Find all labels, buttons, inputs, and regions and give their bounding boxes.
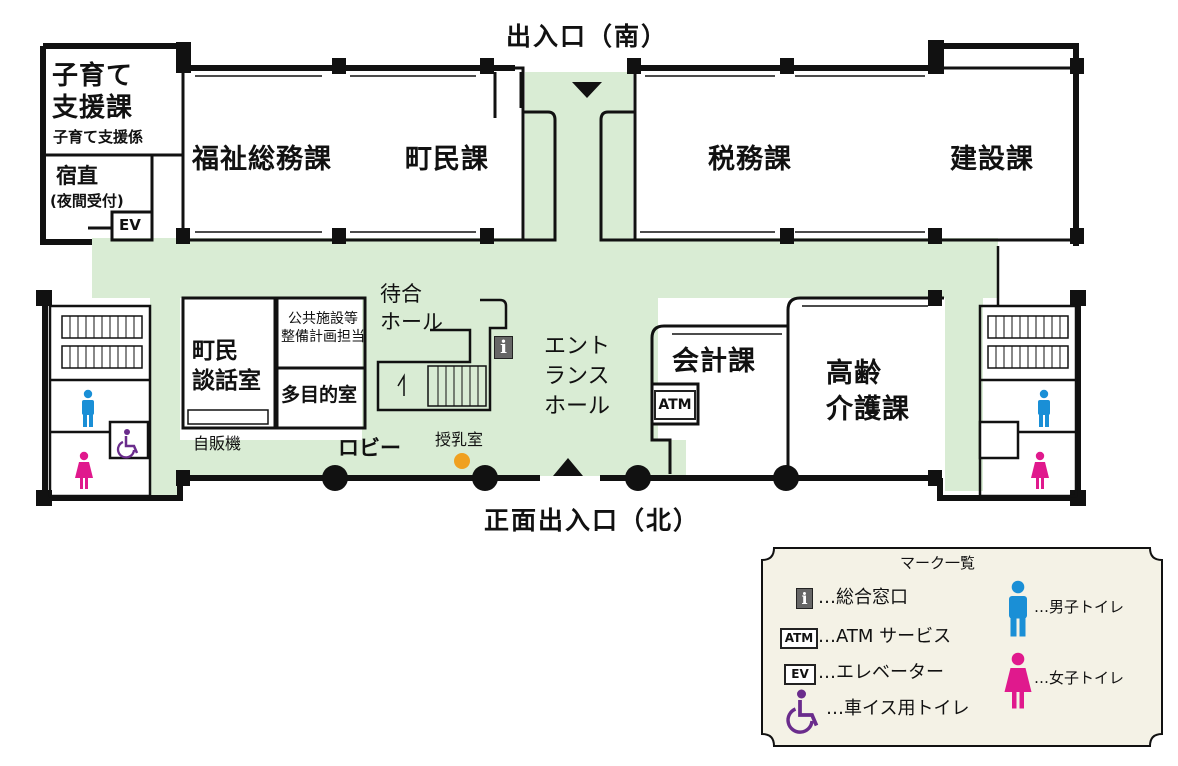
room-tamokuteki: 多目的室 [281,384,358,406]
info-desk-icon: i [494,336,513,359]
room-kaikei: 会計課 [672,346,756,377]
nursing-room-marker [454,453,470,469]
legend-atm-icon: ATM [780,628,818,649]
ev-label: EV [119,216,141,234]
vending-machine-label: 自販機 [193,434,242,453]
legend-female-label: …女子トイレ [1034,669,1125,687]
room-kosodate-shien-ka: 子育て 支援課 [52,61,134,123]
office-walls [181,66,1079,242]
room-entrance-hall: エント ランス ホール [544,334,611,419]
south-entrance-label: 出入口（南） [506,22,669,51]
left-stair-toilets [48,304,152,498]
room-kokyo-shisetsu: 公共施設等 整備計画担当 [281,311,365,345]
atm-tag: ATM [654,390,696,420]
nursing-room-label: 授乳室 [435,430,484,449]
room-yakan-uketsuke: (夜間受付) [50,192,124,210]
map-male-toilet-left [82,389,94,427]
corridor-area [92,72,998,495]
map-male-toilet-right [1038,389,1050,427]
legend-atm-label: …ATM サービス [818,626,952,647]
room-kensetsu: 建設課 [950,144,1034,175]
room-chomin: 町民課 [405,144,489,175]
room-kosodate-shien-kakari: 子育て支援係 [53,128,144,146]
room-chomin-danwa: 町民 談話室 [192,338,261,394]
legend-info-label: …総合窓口 [818,587,908,608]
legend-ev-label: …エレベーター [818,662,944,683]
map-female-toilet-right [1031,451,1049,489]
legend-wheelchair-label: …車イス用トイレ [826,698,970,719]
middle-left-rooms [181,296,367,430]
left-top-rooms [45,153,183,242]
window-strips [195,75,925,233]
map-female-toilet-left [75,451,93,489]
round-columns [322,465,799,491]
room-koreikaigo: 高齢 介護課 [826,358,910,425]
lobby-label: ロビー [338,436,401,460]
legend-title: マーク一覧 [900,554,976,572]
legend-info-icon: i [796,588,813,609]
central-stair [376,298,508,412]
room-machiai-hall: 待合 ホール [380,282,443,334]
legend-ev-icon: EV [784,664,816,685]
room-fukushi-somu: 福祉総務課 [192,144,332,175]
right-stair-toilets [978,246,1078,498]
entrance-arrows [553,82,602,476]
room-zeimu: 税務課 [708,144,792,175]
legend-male-label: …男子トイレ [1034,598,1125,616]
room-shukuchoku: 宿直 [56,164,98,188]
north-entrance-label: 正面出入口（北） [484,506,701,535]
legend-panel [761,547,1163,747]
